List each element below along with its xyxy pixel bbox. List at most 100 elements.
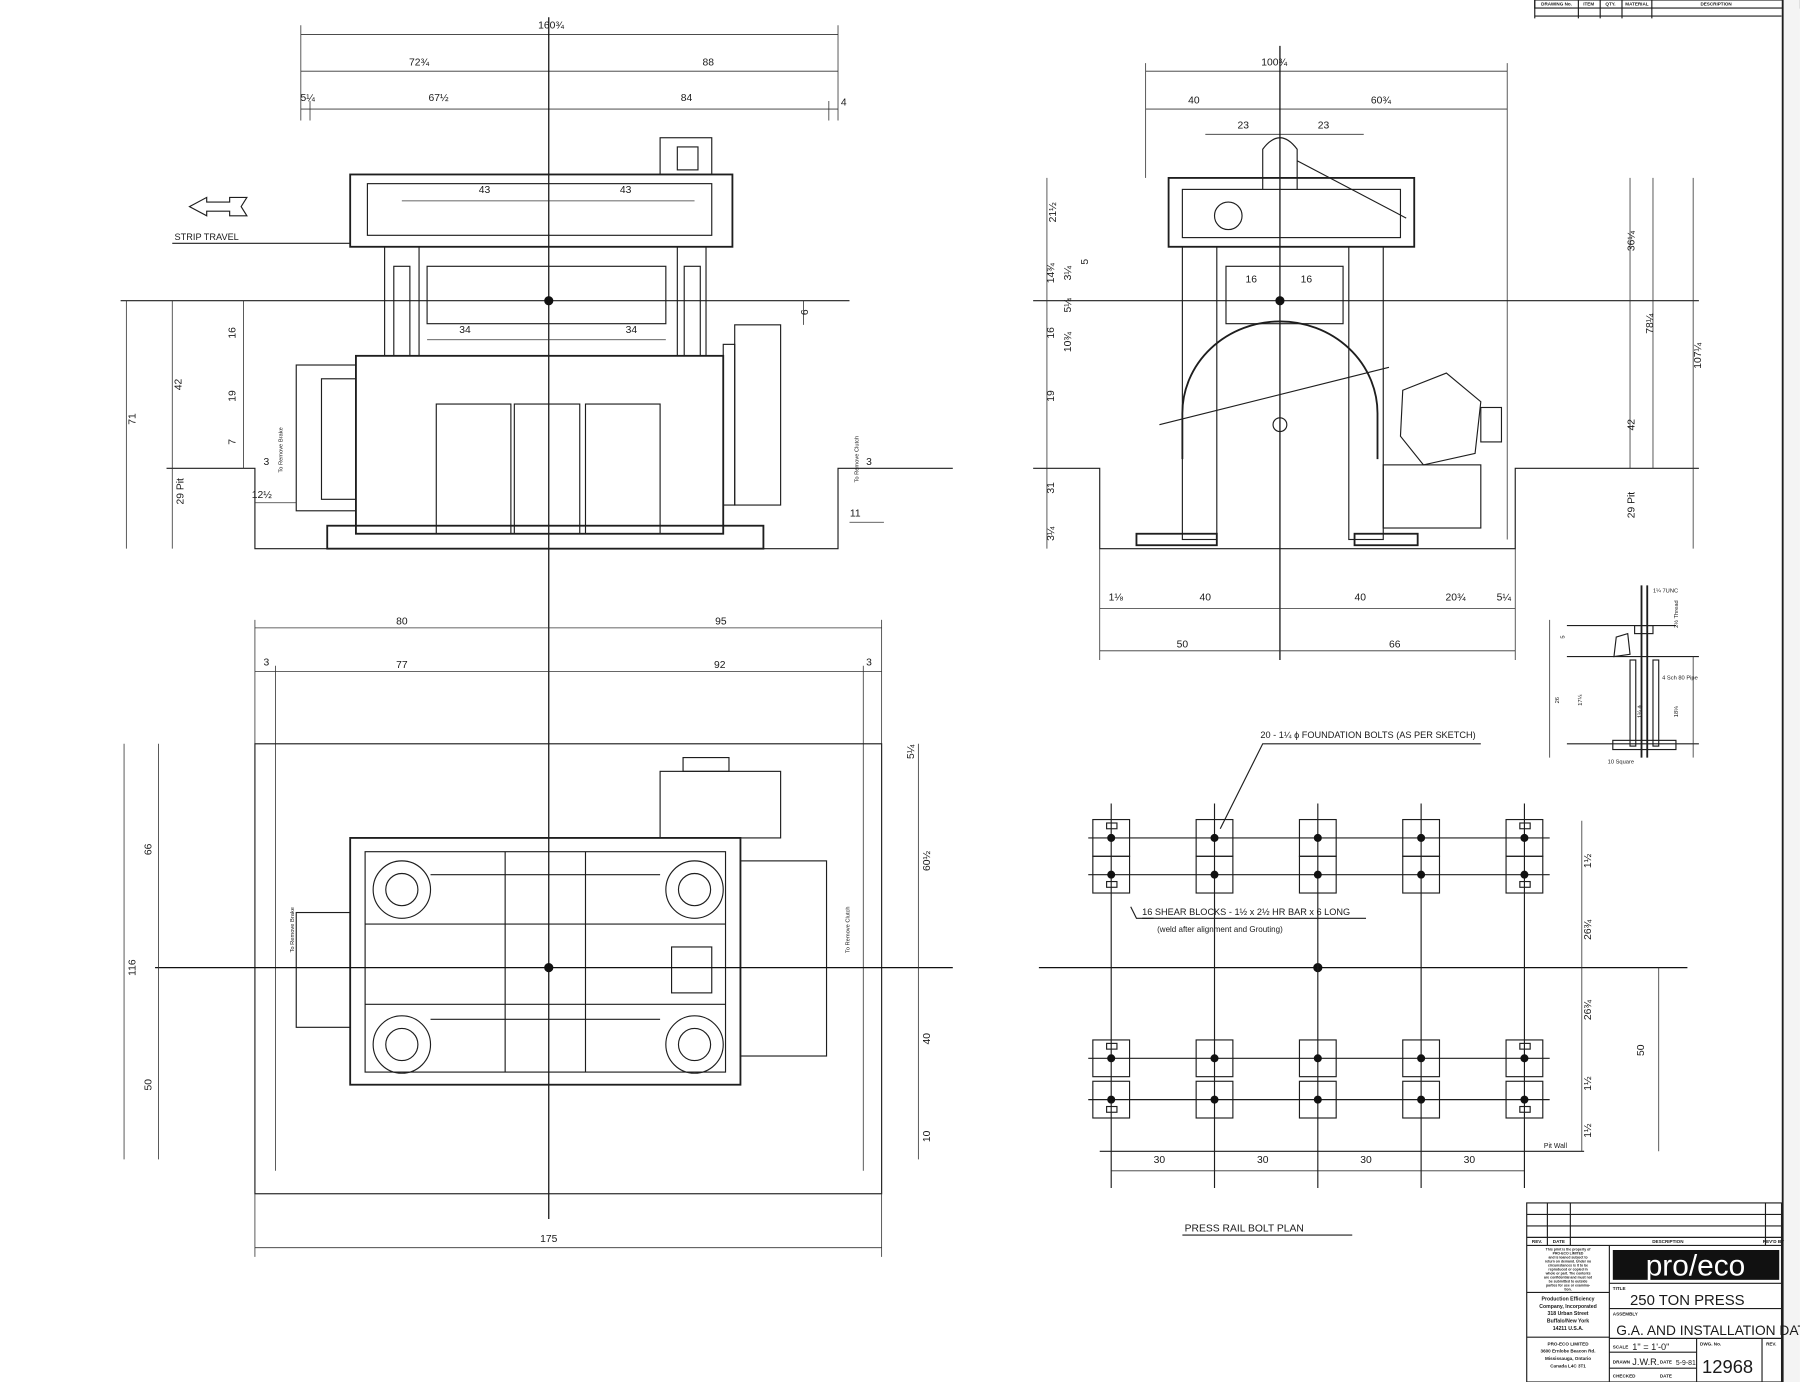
bolt-pad xyxy=(1505,1080,1544,1119)
detail-label: 1¼ 7UNC xyxy=(1653,588,1678,594)
dwg-no-label: DWG. No. xyxy=(1700,1341,1721,1346)
dimension-label: 26¾ xyxy=(1583,919,1594,939)
bolt-pad xyxy=(1298,1080,1337,1119)
description-header: DESCRIPTION xyxy=(1652,1239,1683,1244)
bolt-pad xyxy=(1298,855,1337,894)
bolt-pad xyxy=(1505,855,1544,894)
plan-view xyxy=(123,619,953,1257)
detail-label: 2½ Thread xyxy=(1673,600,1680,628)
parts-list-header: DRAWING No. xyxy=(1541,2,1572,7)
rev-label: REV. xyxy=(1766,1341,1776,1346)
side-elevation-view xyxy=(1033,45,1699,661)
dimension-label: 34 xyxy=(626,325,638,336)
shear-block xyxy=(1106,1105,1118,1113)
dimension-label: 23 xyxy=(1318,121,1330,132)
company-ca-address-line: Mississauga, Ontario xyxy=(1545,1356,1591,1361)
remove-clutch-note: To Remove Clutch xyxy=(855,436,861,483)
shear-block xyxy=(1519,1042,1531,1050)
foundation-bolts-note: 20 - 1¼ ϕ FOUNDATION BOLTS (AS PER SKETC… xyxy=(1260,730,1475,740)
dimension-label: 50 xyxy=(144,1079,155,1091)
remove-clutch-note: To Remove Clutch xyxy=(845,906,851,953)
dimension-label: 40 xyxy=(1200,592,1212,603)
dimension-label: 100¾ xyxy=(1261,57,1287,68)
drawing-title: 250 TON PRESS xyxy=(1630,1292,1745,1309)
shear-block xyxy=(1106,822,1118,830)
dimension-label: 14¾ xyxy=(1046,263,1057,283)
remove-brake-note: To Remove Brake xyxy=(290,907,296,952)
dimension-label: 77 xyxy=(396,660,408,671)
foundation-bolt xyxy=(1520,1054,1529,1063)
detail-label: 18⅛ xyxy=(1674,706,1680,717)
dimension-label: 71 xyxy=(128,413,139,425)
dimension-label: 16 xyxy=(1046,327,1057,339)
property-notice-line: return on demand. Under no xyxy=(1545,1260,1591,1264)
bolt-pad xyxy=(1092,855,1131,894)
foundation-bolt xyxy=(1313,1054,1322,1063)
dimension-label: 3 xyxy=(264,457,270,468)
dimension-label: 72¾ xyxy=(409,57,429,68)
dimension-label: 30 xyxy=(1360,1155,1372,1166)
dimension-label: 95 xyxy=(715,616,727,627)
dimension-label: 60¾ xyxy=(1371,95,1391,106)
dimension-label: 5 xyxy=(1080,259,1091,265)
scale-label: SCALE xyxy=(1613,1345,1629,1350)
dimension-label: 42 xyxy=(1627,419,1638,431)
foundation-bolt xyxy=(1417,870,1426,879)
detail-label: 17¼ xyxy=(1578,694,1584,705)
drawn-by: J.W.R. xyxy=(1632,1357,1659,1367)
foundation-bolt xyxy=(1520,870,1529,879)
scale-value: 1" = 1'-0" xyxy=(1632,1342,1669,1352)
property-notice-line: reproduced or copied in xyxy=(1548,1268,1587,1272)
property-notice-line: parties for use or examina- xyxy=(1546,1284,1590,1288)
parts-list-header: ITEM xyxy=(1583,2,1594,7)
strip-travel-note: STRIP TRAVEL xyxy=(175,232,239,242)
pro-eco-logo: pro/eco xyxy=(1646,1249,1746,1282)
dimension-label: 84 xyxy=(681,93,693,104)
property-notice-line: are confidential and must not xyxy=(1544,1276,1593,1280)
bolt-pad xyxy=(1195,1039,1234,1078)
assembly-label: ASSEMBLY xyxy=(1613,1311,1638,1316)
dimension-label: 88 xyxy=(703,57,715,68)
detail-label: 5 xyxy=(1561,635,1567,638)
date-header: DATE xyxy=(1553,1239,1565,1244)
dimension-label: 34 xyxy=(459,325,471,336)
property-notice-line: and is loaned subject to xyxy=(1548,1256,1587,1260)
dimension-label: 92 xyxy=(714,660,726,671)
dimension-label: 5¼ xyxy=(1062,298,1074,313)
dimension-label: 175 xyxy=(540,1234,557,1245)
company-address-line: 14211 U.S.A. xyxy=(1553,1326,1584,1332)
bolt-pad xyxy=(1195,855,1234,894)
dimension-label: 50 xyxy=(1177,639,1189,650)
rev-header: REV. xyxy=(1532,1239,1542,1244)
dimension-label: 29 Pit xyxy=(1627,492,1638,519)
dimension-label: 66 xyxy=(144,843,155,855)
dimension-label: 40 xyxy=(1188,95,1200,106)
shear-block xyxy=(1519,1105,1531,1113)
parts-list-header: MATERIAL xyxy=(1625,2,1649,7)
dimension-label: 19 xyxy=(227,390,238,402)
dimension-label: 1⅛ xyxy=(1109,592,1124,603)
dimension-label: 19 xyxy=(1046,390,1057,402)
dimension-label: 78¼ xyxy=(1644,313,1656,333)
foundation-bolt xyxy=(1520,833,1529,842)
bolt-pad xyxy=(1402,1039,1441,1078)
assembly-name: G.A. AND INSTALLATION DATA xyxy=(1616,1323,1800,1338)
dimension-label: 5¼ xyxy=(301,92,316,104)
dimension-label: 1½ xyxy=(1583,1123,1594,1138)
foundation-bolt-detail xyxy=(1549,585,1699,758)
foundation-bolt xyxy=(1210,1054,1219,1063)
foundation-bolt xyxy=(1313,833,1322,842)
property-notice-line: circumstances is it to be xyxy=(1548,1264,1588,1268)
dimension-label: 4 xyxy=(841,98,847,109)
title-block xyxy=(1526,1202,1783,1382)
company-address-line: 318 Urban Street xyxy=(1548,1311,1589,1317)
bolt-pad xyxy=(1092,1080,1131,1119)
dimension-label: 30 xyxy=(1464,1155,1476,1166)
checked-date-label: DATE xyxy=(1660,1373,1672,1378)
drawing-number: 12968 xyxy=(1702,1356,1753,1377)
date-label: DATE xyxy=(1660,1360,1672,1365)
dimension-label: 30 xyxy=(1257,1155,1269,1166)
property-notice-line: whole or part. The contents xyxy=(1545,1272,1591,1276)
press-rail-bolt-plan xyxy=(1038,743,1688,1236)
dimension-label: 40 xyxy=(1355,592,1367,603)
